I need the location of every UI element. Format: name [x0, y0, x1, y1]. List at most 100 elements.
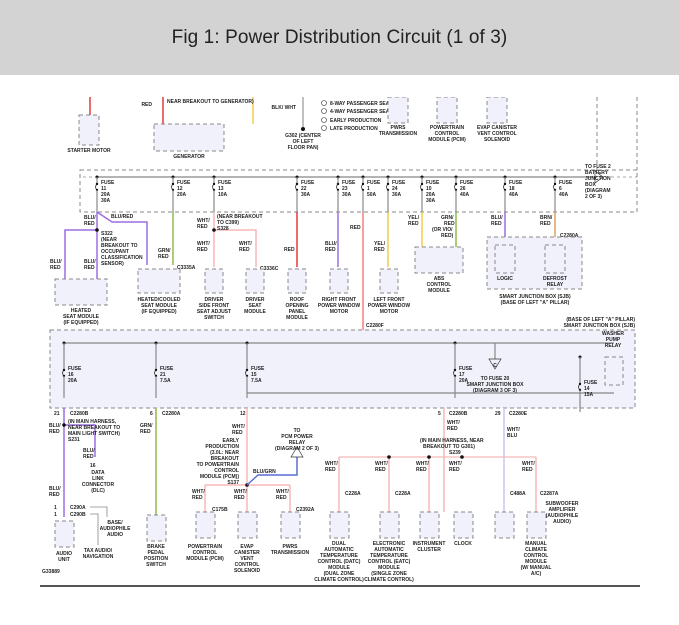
module-label: LOGIC: [497, 276, 513, 282]
bjb-fuses: FUSE1120A30AFUSE1220AFUSE1310AFUSE2230AF…: [95, 175, 573, 212]
wire-label: BRN/: [540, 215, 553, 221]
module-label: MODULE (PCM): [186, 556, 224, 562]
module-label: POWERTRAIN: [188, 544, 223, 550]
module-label: SEAT: [249, 303, 262, 309]
wire-label: RED: [158, 254, 169, 260]
connector-label: C2392A: [296, 507, 315, 513]
module-label: TEMPERATURE: [320, 553, 358, 559]
module-label: SEAT MODULE: [141, 303, 178, 309]
sjb-label: (BASE OF LEFT "A" PILLAR): [566, 317, 635, 323]
module-label: MODULE: [428, 288, 450, 294]
evap-top: [486, 96, 508, 124]
bjb-fuse-number: 11: [101, 186, 107, 192]
wire-label: BLU/: [491, 215, 503, 221]
wire-label: WHT/: [234, 489, 247, 495]
bjb-fuse-rating: 20A: [101, 192, 111, 198]
wire-label: BLU/: [50, 259, 62, 265]
splice-label: (NEAR: [101, 237, 117, 243]
module-label: (AUDIOPHILE: [546, 513, 579, 519]
evap-lower: [237, 511, 258, 539]
splice-label: BREAKOUT TO G301): [423, 444, 475, 450]
relay-label: RELAY: [289, 440, 306, 446]
module-label: WASHER: [602, 331, 624, 337]
wire-wht-red: [214, 229, 257, 267]
to-fuse-label: SMART JUNCTION BOX: [467, 382, 525, 388]
wire-label: RED: [491, 221, 502, 227]
module-label: SWITCH: [204, 315, 224, 321]
pin-label: 16: [90, 463, 96, 469]
instrument-cluster: [419, 511, 440, 539]
sjb-fuse-rating: 15A: [584, 392, 594, 398]
pcm-label-3: MODULE (PCM): [428, 137, 466, 143]
bjb-fuse-rating-alt: 30A: [101, 198, 111, 204]
module-label: MOTOR: [330, 309, 349, 315]
legend-symbol-icon: [321, 117, 327, 123]
sjb-fuse-name: FUSE: [584, 380, 598, 386]
module-label: HEATED/COOLED: [138, 297, 181, 303]
pwrs-lower: [280, 511, 301, 539]
pcm-label: POWERTRAIN: [430, 125, 465, 131]
wire-label: RED: [408, 221, 419, 227]
sjb-fuse-name: FUSE: [160, 366, 174, 372]
module-label: DATA: [91, 470, 105, 476]
wire-label: RED: [325, 467, 336, 473]
pin-label: 12: [240, 411, 246, 417]
module-label: CONTROL: [235, 562, 260, 568]
wire-label: WHT/: [192, 489, 205, 495]
bjb-fuse-name: FUSE: [218, 180, 232, 186]
to-fuse-label: TO FUSE 20: [481, 376, 510, 382]
module-label: RELAY: [605, 343, 622, 349]
legend-item: 8-WAY PASSENGER SEAT: [330, 101, 392, 107]
module-label: DEFROST: [543, 276, 567, 282]
splice-label: (IN MAIN HARNESS,: [68, 419, 117, 425]
wire-label: RED: [192, 495, 203, 501]
legend-symbol-icon: [321, 108, 327, 114]
wire-label: RED: [375, 467, 386, 473]
bjb-fuse-rating: 40A: [509, 192, 519, 198]
splice-label: S239: [449, 450, 461, 456]
fuse-terminal: [154, 368, 158, 372]
bjb-fuse-name: FUSE: [392, 180, 406, 186]
splice-label: BREAKOUT TO: [101, 243, 138, 249]
module-label: CLOCK: [454, 541, 472, 547]
pwrs-label: PWRS: [391, 125, 407, 131]
bjb-fuse-name: FUSE: [559, 180, 573, 186]
fuse-terminal: [245, 368, 249, 372]
rf-window-motor: [329, 268, 349, 294]
bjb-fuse-rating: 20A: [177, 192, 187, 198]
wire-label: (OR VIO/: [432, 227, 453, 233]
bjb-label: TO FUSE 2: [585, 164, 611, 170]
arrow-symbol: C: [493, 363, 497, 369]
wire-label: GRN/: [140, 423, 153, 429]
fuse-terminal: [295, 182, 299, 186]
driver-seat-switch: [204, 268, 224, 294]
bjb-fuse-name: FUSE: [367, 180, 381, 186]
module-label: CONNECTOR: [82, 482, 115, 488]
smart-junction-box: [49, 329, 636, 409]
module-label: PWRS: [283, 544, 299, 550]
splice-dot: [212, 228, 216, 232]
wire-labels: BLU/RED BLU/RED S322 (NEAR BREAKOUT TO O…: [50, 214, 579, 272]
splice-label: NEAR BREAKOUT TO: [68, 425, 120, 431]
wire-label: RED: [49, 492, 60, 498]
wire-label: WHT/: [447, 420, 460, 426]
battery-junction-box: [79, 169, 638, 213]
legend-item: 4-WAY PASSENGER SEAT: [330, 109, 392, 115]
wire-label: BLU/: [49, 423, 61, 429]
generator-note: NEAR BREAKOUT TO GENERATOR): [167, 99, 254, 105]
pwrs-transmission-top: [387, 96, 409, 124]
module-label: CONTROL: [524, 553, 549, 559]
module-label: AUTOMATIC: [374, 547, 404, 553]
audio-unit: [54, 520, 75, 548]
module-label: SOLENOID: [234, 568, 261, 574]
sjb-fuse-number: 16: [68, 372, 74, 378]
splice-label: TO C399): [217, 220, 239, 226]
wire-label: RED: [540, 221, 551, 227]
brake-pedal-switch: [146, 514, 167, 542]
splice-dot: [62, 423, 66, 427]
sjb-fuse-number: 14: [584, 386, 590, 392]
wire-label: RED: [449, 467, 460, 473]
sjb-fuse-number: 21: [160, 372, 166, 378]
pin-label: 6: [150, 411, 153, 417]
wire-label: RED: [84, 265, 95, 271]
